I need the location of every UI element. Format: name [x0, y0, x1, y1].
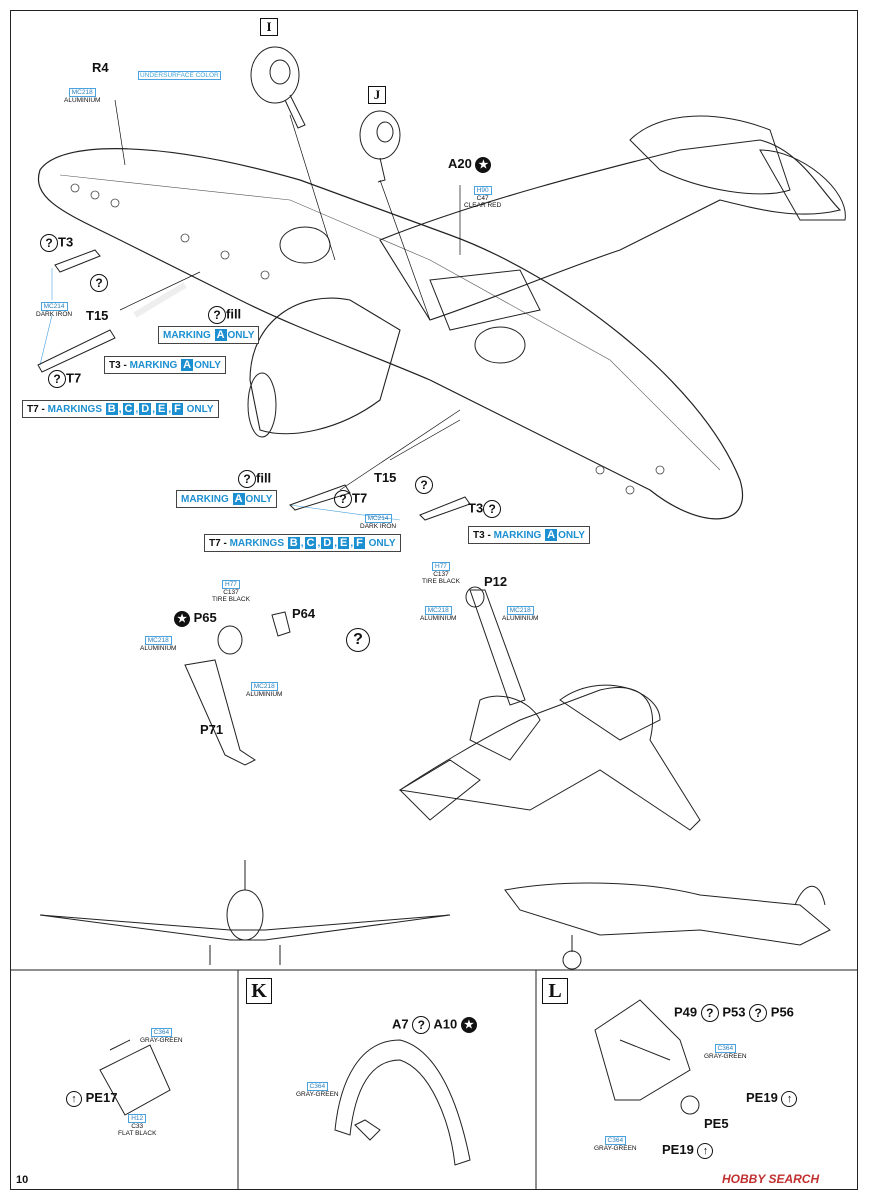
question-icon: ? [415, 476, 433, 494]
callout-i: I [260, 18, 278, 36]
page-frame [10, 10, 858, 1190]
part-fill-left: ?fill [208, 306, 241, 324]
question-icon: ? [90, 274, 108, 292]
part-p71: P71 [200, 722, 224, 737]
t7-markings-right: T7 - MARKINGS B,C,D,E,F ONLY [204, 534, 401, 552]
callout-k: K [246, 978, 272, 1004]
callout-j: J [368, 86, 386, 104]
part-fill-right: ?fill [238, 470, 271, 488]
question-icon: ? [749, 1004, 768, 1022]
star-icon: ★ [460, 1017, 477, 1033]
arrow-up-icon: ↑ [697, 1142, 714, 1159]
question-icon: ? [346, 628, 370, 652]
part-pe19-bottom: PE19 ↑ [662, 1142, 714, 1159]
part-a7-a10: A7 ? A10 ★ [392, 1016, 477, 1034]
t7-markings-left: T7 - MARKINGS B,C,D,E,F ONLY [22, 400, 219, 418]
part-t7-right: ?T7 [334, 490, 367, 508]
star-icon: ★ [475, 156, 492, 173]
question-icon: ? [40, 234, 58, 252]
part-p64: P64 [292, 606, 316, 621]
part-pe5: PE5 [704, 1116, 729, 1131]
part-pe17: ↑ PE17 [66, 1090, 117, 1107]
question-icon: ? [483, 500, 502, 518]
part-a20: A20 ★ [448, 156, 492, 173]
part-t3-left: ?T3 [40, 234, 73, 252]
callout-l: L [542, 978, 568, 1004]
undersurface-color: UNDERSURFACE COLOR [138, 71, 221, 80]
part-p12: P12 [484, 574, 508, 589]
question-icon: ? [700, 1004, 719, 1022]
question-icon: ? [238, 470, 256, 488]
part-t3-right: T3? [468, 500, 502, 518]
star-icon: ★ [174, 610, 190, 627]
part-p65: ★ P65 [174, 610, 217, 627]
page-number: 10 [16, 1174, 29, 1186]
question-icon: ? [208, 306, 226, 324]
part-t7-left: ?T7 [48, 370, 81, 388]
question-icon: ? [412, 1016, 431, 1034]
part-t15-left: T15 [86, 308, 109, 323]
question-icon: ? [48, 370, 66, 388]
part-pe19-right: PE19 ↑ [746, 1090, 798, 1107]
part-t15-right: T15 [374, 470, 397, 485]
part-p49-p53-p56: P49 ? P53 ? P56 [674, 1004, 794, 1022]
arrow-up-icon: ↑ [781, 1090, 798, 1107]
arrow-up-icon: ↑ [66, 1090, 82, 1107]
watermark: HOBBY SEARCH [722, 1172, 820, 1186]
wing-outline [37, 148, 743, 520]
question-icon: ? [334, 490, 352, 508]
part-r4: R4 [92, 60, 109, 75]
